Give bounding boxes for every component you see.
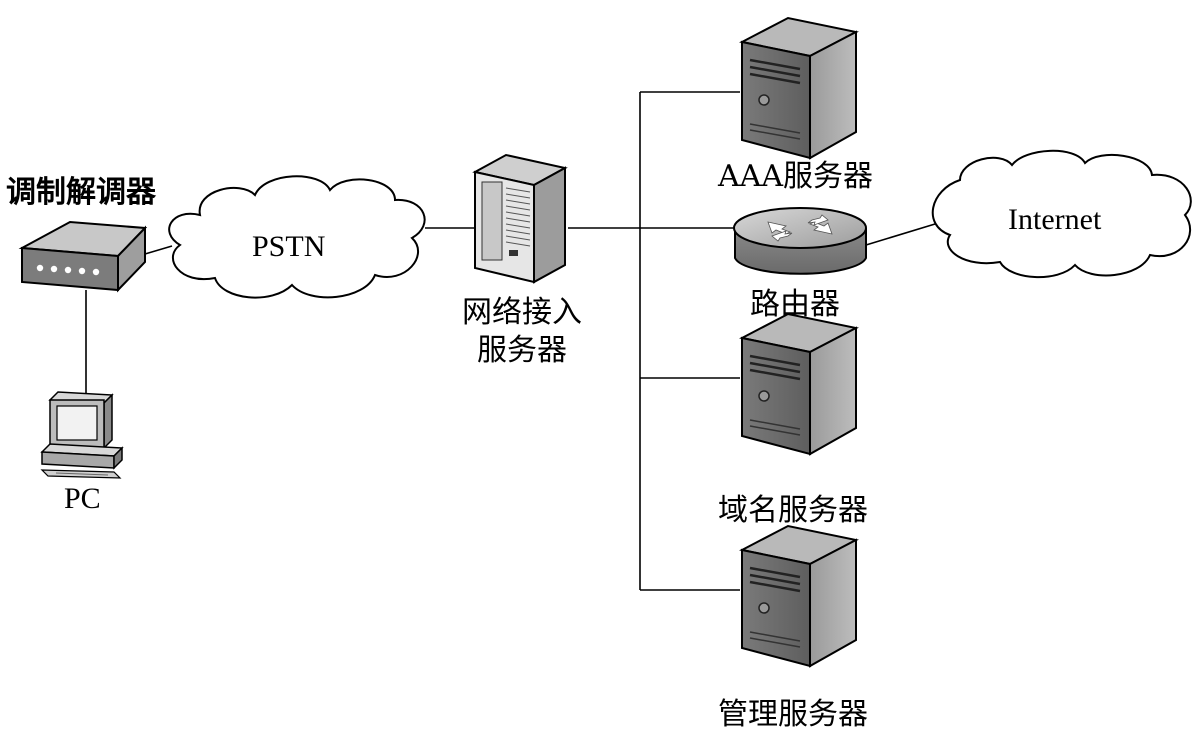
dns-server-icon xyxy=(739,312,859,456)
aaa-server-icon xyxy=(739,16,859,160)
pstn-cloud-icon xyxy=(168,175,426,299)
modem-icon xyxy=(18,220,148,293)
router-internet-link xyxy=(865,223,936,246)
pc-label: PC xyxy=(64,482,101,515)
internet-cloud-icon xyxy=(931,149,1192,278)
dns-server-label: 域名服务器 xyxy=(718,493,868,528)
mgmt-server-icon xyxy=(739,524,859,668)
internet-label: Internet xyxy=(1008,203,1102,236)
router-icon xyxy=(733,207,867,275)
nas-server-icon xyxy=(472,153,568,284)
mgmt-server-label: 管理服务器 xyxy=(718,697,868,730)
nas-label-line1: 网络接入 xyxy=(462,295,582,330)
router-label: 路由器 xyxy=(750,287,840,322)
aaa-server-label: AAA服务器 xyxy=(718,159,873,194)
pstn-label: PSTN xyxy=(252,230,326,263)
modem-pstn-link xyxy=(144,245,173,255)
modem-label: 调制解调器 xyxy=(6,175,156,210)
connection-lines xyxy=(85,91,936,591)
nas-label-line2: 服务器 xyxy=(477,333,567,368)
pc-icon xyxy=(40,391,124,479)
